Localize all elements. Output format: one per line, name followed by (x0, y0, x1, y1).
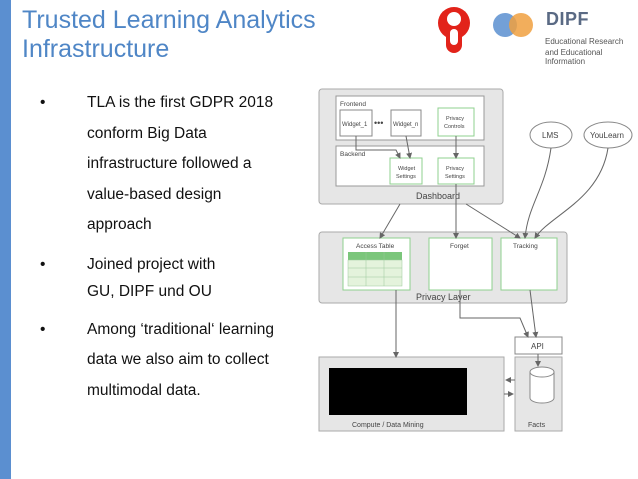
privacy-settings-label-1: Privacy (446, 166, 464, 172)
widget-1-label: Widget_1 (342, 122, 368, 128)
compute-label: Compute / Data Mining (352, 422, 424, 429)
arrow-dashboard-tracking (465, 203, 521, 239)
widget-settings-label-2: Settings (396, 174, 416, 180)
privacy-settings-box (437, 157, 475, 185)
bullet-3-line-2: data we also aim to collect (87, 351, 269, 368)
title-line-1: Trusted Learning Analytics (22, 6, 316, 34)
widget-1-box (339, 109, 373, 137)
widget-n-label: Widget_n (393, 122, 418, 128)
bullet-1-line-1: TLA is the first GDPR 2018 (87, 94, 274, 111)
youlearn-label: YouLearn (590, 131, 624, 140)
privacy-controls-box (437, 107, 475, 137)
bullet-1-line-5: approach (87, 216, 152, 233)
tracking-label: Tracking (513, 243, 538, 250)
bullet-2-line-2: GU, DIPF und OU (87, 282, 212, 300)
dipf-name: DIPF (546, 9, 590, 29)
bullet-item-2: • Joined project with GU, DIPF und OU (40, 251, 310, 305)
dashboard-label: Dashboard (416, 191, 460, 201)
arrow-widget1-settings (355, 136, 401, 159)
bullet-3-line-1: Among ‘traditional‘ learning (87, 320, 274, 338)
dipf-logo-icon (491, 10, 541, 45)
arrow-youlearn-tracking (534, 147, 609, 239)
arrow-tracking-api (529, 289, 539, 338)
accent-bar (0, 0, 11, 479)
privacy-settings-label-2: Settings (445, 174, 465, 180)
title-line-2: Infrastructure (22, 35, 170, 63)
widget-settings-box (389, 157, 423, 185)
widget-n-box (390, 109, 422, 137)
backend-label: Backend (340, 151, 366, 158)
privacy-layer-label: Privacy Layer (416, 292, 471, 302)
privacy-controls-label-2: Controls (444, 124, 465, 130)
tracking-box (500, 237, 558, 291)
widget-settings-label-1: Widget (398, 166, 416, 172)
facts-label: Facts (528, 422, 546, 429)
bullet-mark: • (40, 94, 46, 111)
dipf-subtitle-2: and Educational Information (545, 48, 603, 66)
bullet-item-1: • TLA is the first GDPR 2018 conform Big… (40, 88, 310, 241)
bullet-1-line-4: value-based design (87, 185, 222, 203)
bullet-1-line-3: infrastructure followed a (87, 155, 252, 172)
access-table-label: Access Table (356, 243, 395, 250)
university-logo-icon (436, 5, 472, 60)
slide-title: Trusted Learning Analytics Infrastructur… (22, 6, 352, 64)
arrow-dashboard-access (379, 203, 401, 239)
bullet-2-line-1: Joined project with (87, 255, 216, 273)
bullet-item-3: • Among ‘traditional‘ learning data we a… (40, 315, 310, 407)
bullet-3-line-3: multimodal data. (87, 381, 201, 399)
lms-label: LMS (542, 131, 558, 140)
bullet-mark: • (40, 255, 46, 273)
widget-ellipsis: ••• (374, 118, 383, 128)
api-label: API (531, 342, 544, 351)
frontend-label: Frontend (340, 101, 366, 108)
forget-label: Forget (450, 243, 469, 250)
privacy-controls-label-1: Privacy (446, 116, 464, 122)
arrow-forget-api (459, 290, 529, 338)
bullet-list: • TLA is the first GDPR 2018 conform Big… (40, 88, 310, 406)
arrow-lms-tracking (522, 147, 552, 239)
dipf-subtitle-1: Educational Research (545, 37, 624, 46)
compute-screen (329, 368, 467, 415)
bullet-mark: • (40, 320, 46, 338)
arrow-widgetn-settings (405, 135, 413, 159)
forget-box (428, 237, 493, 291)
database-icon (529, 366, 555, 404)
bullet-1-line-2: conform Big Data (87, 124, 207, 142)
access-table-grid (347, 252, 403, 287)
